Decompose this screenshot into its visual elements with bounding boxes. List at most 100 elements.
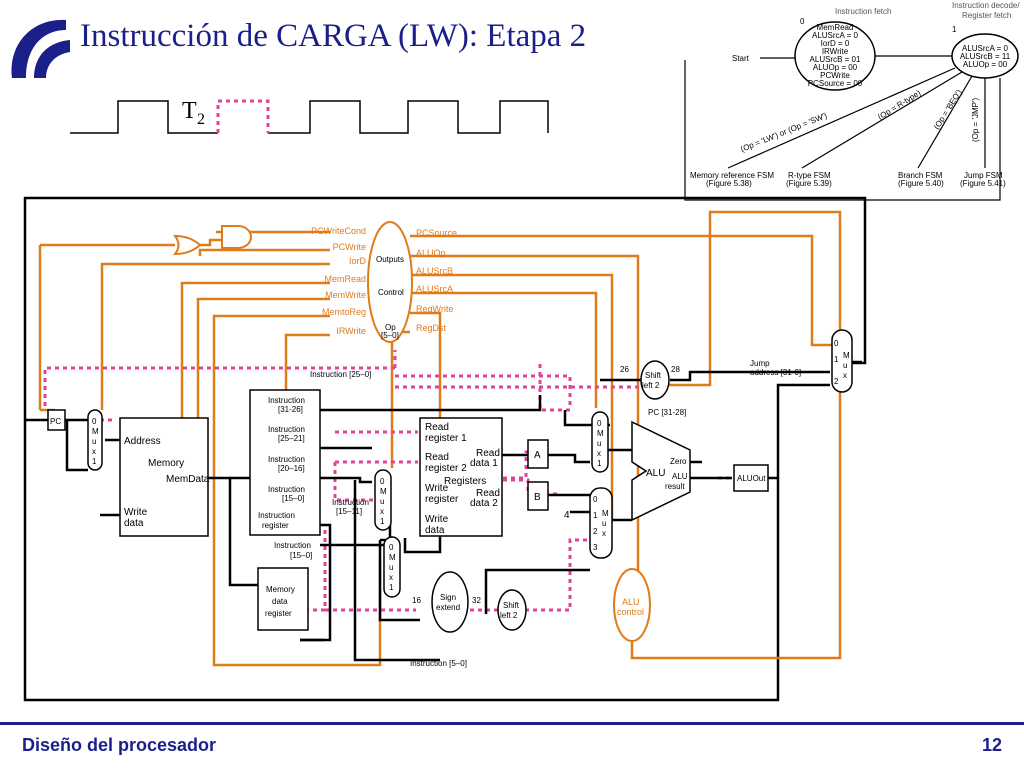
control-signal-irwrite: IRWrite	[336, 326, 366, 336]
fsm-diagram: Instruction fetch Instruction decode/ Re…	[684, 1, 1020, 201]
jump-address-bits: address [31-0]	[750, 368, 801, 377]
mdr-3: register	[265, 609, 292, 618]
mux-u: u	[597, 439, 601, 448]
mux-x: x	[597, 449, 601, 458]
shift2-b: left 2	[642, 381, 660, 390]
control-signal-pcwrite: PCWrite	[333, 242, 366, 252]
footer-title: Diseño del procesador	[22, 735, 217, 755]
fsm-state0-line-4: ALUSrcB = 01	[810, 55, 861, 64]
ir-15-0-a: Instruction	[268, 485, 305, 494]
shift-left2-imm: Shift left 2	[497, 589, 527, 631]
registers: Registers	[444, 476, 486, 487]
mdr-2: data	[272, 597, 288, 606]
memory-unit: Address Memory MemData Write data	[119, 417, 210, 537]
mux-1: 1	[597, 459, 602, 468]
rd1-b: data 1	[470, 458, 498, 469]
slide-title: Instrucción de CARGA (LW): Etapa 2	[80, 18, 587, 54]
alu: ALU Zero ALU result	[631, 420, 691, 522]
mux-u: u	[389, 563, 393, 572]
mux-1: 1	[834, 355, 839, 364]
memory-address: Address	[124, 436, 161, 447]
rr2-b: register 2	[425, 463, 467, 474]
instr-15-11: Instruction	[332, 498, 369, 507]
memory-memdata: MemData	[166, 474, 210, 485]
ir-31-26-a: Instruction	[268, 396, 305, 405]
mux-3: 3	[593, 543, 598, 552]
mux-u: u	[380, 497, 384, 506]
mux-1: 1	[389, 583, 394, 592]
instr-25-0: Instruction [25–0]	[310, 370, 371, 379]
fsm-state1-line-0: ALUSrcA = 0	[962, 44, 1009, 53]
mux-memtoreg: 0 M u x 1	[383, 536, 401, 598]
fsm-label-decode: Instruction decode/	[952, 1, 1020, 10]
control-signal-memread: MemRead	[324, 274, 366, 284]
mux-0: 0	[834, 339, 839, 348]
mux-m: M	[380, 487, 387, 496]
jump-address: Jump	[750, 359, 770, 368]
control-ellipse	[367, 221, 413, 343]
bits-16: 16	[412, 596, 421, 605]
clock-subscript: 2	[197, 111, 205, 128]
control-label: Control	[378, 288, 404, 297]
clock-label: T	[182, 98, 197, 124]
fsm-state1-line-1: ALUSrcB = 11	[960, 52, 1011, 61]
mux-x: x	[843, 371, 847, 380]
aluout-register: ALUOut	[733, 464, 769, 492]
const-4: 4	[564, 510, 570, 521]
instr-15-11-bits: [15–11]	[336, 507, 362, 516]
control-signal-alusrcb: ALUSrcB	[416, 266, 453, 276]
bits-26: 26	[620, 365, 629, 374]
mux-u: u	[843, 361, 847, 370]
fsm-jump-fig: (Figure 5.41)	[960, 179, 1006, 188]
aluctrl-1: ALU	[622, 597, 640, 607]
mux-m: M	[389, 553, 396, 562]
mux-iord-0: 0	[92, 417, 97, 426]
datapath-diagram: .w{stroke:#000;stroke-width:2.5;fill:non…	[23, 1, 1020, 702]
mux-iord: 0 M u x 1	[87, 409, 103, 471]
mdr-1: Memory	[266, 585, 295, 594]
register-a: A	[527, 439, 549, 469]
alu-control: ALU control	[613, 568, 651, 642]
mux-alusrcb: 0 1 2 3 M u x	[589, 487, 613, 559]
pc-31-28: PC [31-28]	[648, 408, 686, 417]
mux-regdst: 0 M u x 1	[374, 469, 392, 531]
sign-1: Sign	[440, 593, 456, 602]
mux-x: x	[389, 573, 393, 582]
mux-iord-m: M	[92, 427, 99, 436]
register-b: B	[527, 481, 549, 511]
control-signal-aluop: ALUOp	[416, 248, 446, 258]
fsm-arc-rtype: (Op = R-type)	[876, 88, 922, 122]
rr1-a: Read	[425, 422, 449, 433]
mux-x: x	[380, 507, 384, 516]
ir-20-16-b: [20–16]	[278, 464, 305, 473]
control-unit: Outputs Control Op [5–0] PCWriteCondPCWr…	[38, 210, 842, 667]
highlight-paths	[43, 350, 732, 612]
ir-31-26-b: [31-26]	[278, 405, 303, 414]
alu-result-2: result	[665, 482, 685, 491]
mux-m: M	[597, 429, 604, 438]
fsm-state1-number: 1	[952, 25, 957, 34]
fsm-label-fetch: Instruction fetch	[835, 7, 891, 16]
footer-divider	[0, 722, 1024, 725]
fsm-state0-line-3: IRWrite	[822, 47, 849, 56]
control-signal-memwrite: MemWrite	[325, 290, 366, 300]
mux-pcsource: 0 1 2 M u x	[831, 329, 853, 393]
mux-2: 2	[593, 527, 598, 536]
shift2-a: Shift	[645, 371, 662, 380]
fsm-memref: Memory reference FSM	[690, 171, 774, 180]
mux-iord-x: x	[92, 447, 96, 456]
mux-m: M	[843, 351, 850, 360]
fsm-state0-line-0: MemRead	[817, 23, 854, 32]
mux-x: x	[602, 529, 606, 538]
instr-15-0: Instruction	[274, 541, 311, 550]
control-signal-regdst: RegDst	[416, 323, 447, 333]
alu-zero: Zero	[670, 457, 687, 466]
mux-2: 2	[834, 377, 839, 386]
rr1-b: register 1	[425, 433, 467, 444]
rd1-a: Read	[476, 448, 500, 459]
control-right-signals: PCSourceALUOpALUSrcBALUSrcARegWriteRegDs…	[416, 228, 457, 333]
fsm-rtype: R-type FSM	[788, 171, 831, 180]
bits-28: 28	[671, 365, 680, 374]
